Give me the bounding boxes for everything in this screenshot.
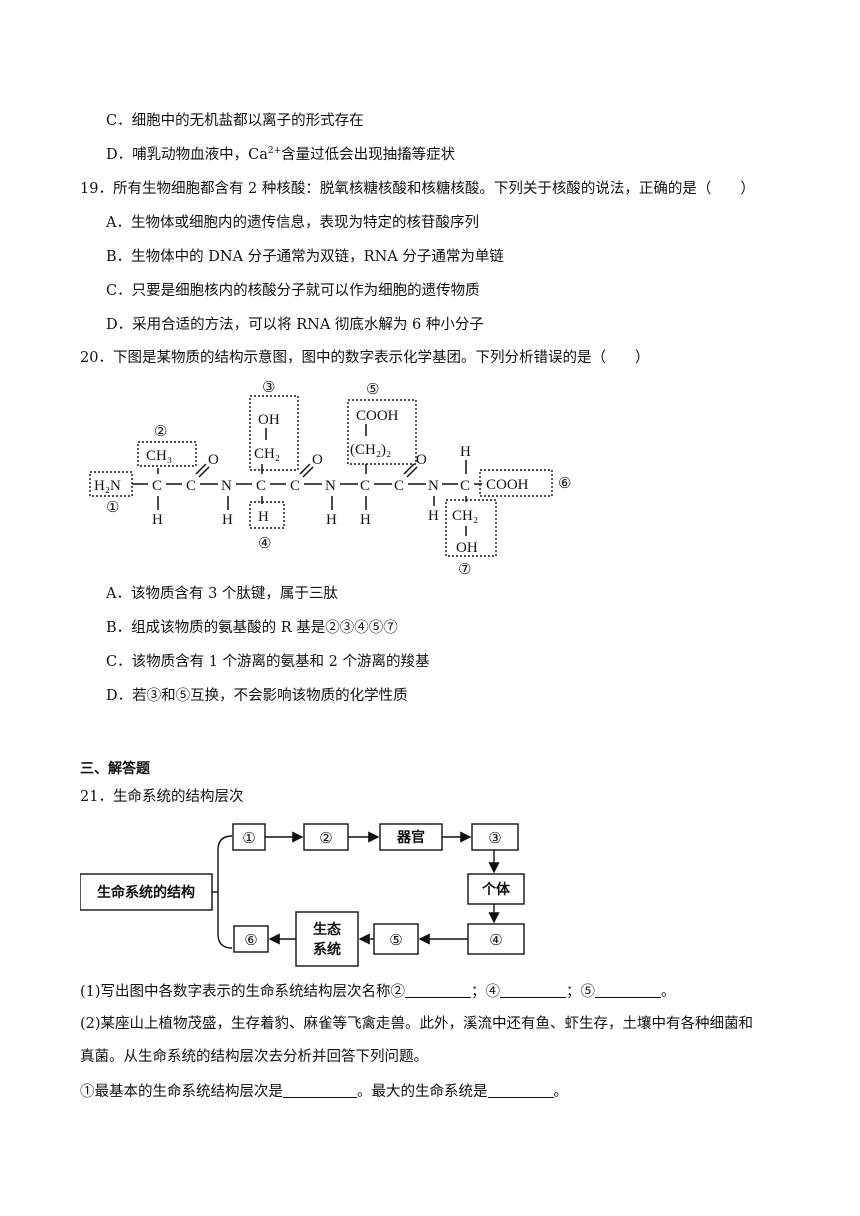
- q20-option-b: B．组成该物质的氨基酸的 R 基是②③④⑤⑦: [106, 620, 398, 636]
- oh-7: OH: [456, 540, 478, 556]
- c-carbonyl-2: C: [290, 478, 300, 494]
- label-1: ①: [106, 500, 119, 516]
- q21-part2-line1: (2)某座山上植物茂盛，生存着豹、麻雀等飞禽走兽。此外，溪流中还有鱼、虾生存，土…: [80, 1016, 754, 1032]
- q21-part1-pre: (1)写出图中各数字表示的生命系统结构层次名称②: [80, 984, 406, 1000]
- answer-blank-4[interactable]: [500, 981, 567, 998]
- q21-sub1-mid: 。最大的生命系统是: [357, 1084, 488, 1100]
- cooh-6: COOH: [486, 477, 529, 493]
- o-1: O: [208, 452, 219, 468]
- q18-option-d-post: 含量过低会出现抽搐等症状: [281, 147, 456, 163]
- oh-3: OH: [258, 412, 280, 428]
- q19-option-a: A．生物体或细胞内的遗传信息，表现为特定的核苷酸序列: [106, 215, 479, 231]
- c-alpha-3: C: [360, 478, 370, 494]
- box-6: [233, 925, 269, 953]
- label-b3: ③: [488, 829, 501, 847]
- label-5: ⑤: [366, 382, 379, 398]
- label-b1: ①: [242, 829, 255, 847]
- q18-option-d-pre: D．哺乳动物血液中，Ca: [106, 147, 268, 163]
- h-r3: H: [360, 512, 371, 528]
- q20-option-d: D．若③和⑤互换，不会影响该物质的化学性质: [106, 688, 408, 704]
- group-5-box: [347, 399, 417, 465]
- q19-option-b: B．生物体中的 DNA 分子通常为双链，RNA 分子通常为单链: [106, 249, 504, 265]
- c-alpha-1: C: [152, 478, 162, 494]
- n-1: N: [221, 478, 232, 494]
- ch2-2-5: (CH₂)₂: [350, 442, 391, 458]
- label-organ: 器官: [396, 829, 425, 846]
- q21-part1-sep2: ；⑤: [566, 984, 596, 1000]
- n-3: N: [428, 478, 439, 494]
- answer-blank-largest-system[interactable]: [487, 1081, 554, 1098]
- ch2-3: CH₂: [254, 446, 280, 462]
- h-r4: H: [460, 444, 471, 460]
- c-alpha-2: C: [256, 478, 266, 494]
- peptide-structure-diagram: H₂N ① C H CH₃ ② C O N H C ③ OH CH₂ H ④ C: [89, 380, 571, 578]
- group-2-box: [137, 441, 197, 467]
- q19-stem: 19．所有生物细胞都含有 2 种核酸：脱氧核糖核酸和核糖核酸。下列关于核酸的说法…: [80, 181, 755, 197]
- q20-option-c: C．该物质含有 1 个游离的氨基和 2 个游离的羧基: [106, 654, 430, 670]
- ch3-label: CH₃: [146, 448, 172, 464]
- o-2: O: [312, 452, 323, 468]
- h-n1: H: [222, 512, 233, 528]
- h-r1: H: [152, 512, 163, 528]
- ch2-7: CH₂: [452, 508, 478, 524]
- q20-stem: 20．下图是某物质的结构示意图，图中的数字表示化学基团。下列分析错误的是（ ）: [80, 350, 650, 366]
- label-b2: ②: [319, 829, 332, 847]
- h-n2: H: [326, 512, 337, 528]
- o-3: O: [416, 452, 427, 468]
- q18-option-d: D．哺乳动物血液中，Ca2+含量过低会出现抽搐等症状: [106, 145, 455, 165]
- answer-blank-basic-level[interactable]: [283, 1081, 357, 1098]
- label-6: ⑥: [558, 476, 571, 492]
- label-3: ③: [262, 380, 275, 396]
- label-4: ④: [258, 536, 271, 552]
- label-7: ⑦: [458, 562, 471, 578]
- cooh-5: COOH: [356, 408, 399, 424]
- label-b5: ⑤: [389, 931, 402, 949]
- q21-part2-line2: 真菌。从生命系统的结构层次去分析并回答下列问题。: [80, 1049, 428, 1065]
- q18-option-c: C．细胞中的无机盐都以离子的形式存在: [106, 113, 364, 129]
- label-b6: ⑥: [244, 931, 257, 949]
- label-eco2: 系统: [313, 941, 341, 958]
- q21-stem: 21．生命系统的结构层次: [80, 789, 244, 805]
- answer-blank-2[interactable]: [405, 981, 472, 998]
- group-4-box: [249, 501, 285, 529]
- h-n3: H: [428, 508, 439, 524]
- c-alpha-4: C: [460, 478, 470, 494]
- life-system-flowchart: 生命系统的结构 ① ② 器官 ③ 个体 ④ ⑤ 生态 系统 ⑥: [80, 823, 525, 967]
- group-6-box: [479, 469, 553, 497]
- h-4: H: [258, 509, 269, 525]
- c-carbonyl-1: C: [186, 478, 196, 494]
- c-carbonyl-3: C: [394, 478, 404, 494]
- h2n-label: H₂N: [94, 478, 121, 494]
- q21-part1: (1)写出图中各数字表示的生命系统结构层次名称② ；④ ；⑤ 。: [80, 981, 676, 1002]
- q19-option-c: C．只要是细胞核内的核酸分子就可以作为细胞的遗传物质: [106, 283, 480, 299]
- q21-sub1-pre: ①最基本的生命系统结构层次是: [80, 1084, 283, 1100]
- box-individual: [467, 873, 525, 905]
- q20-option-a: A．该物质含有 3 个肽键，属于三肽: [106, 586, 338, 602]
- group-7-box: [445, 499, 497, 557]
- label-2: ②: [154, 424, 167, 440]
- label-b4: ④: [489, 931, 502, 949]
- q21-part1-end: 。: [661, 984, 676, 1000]
- main-label: 生命系统的结构: [97, 884, 195, 901]
- answer-blank-5[interactable]: [595, 981, 662, 998]
- group-3-box: [249, 395, 299, 471]
- q18-option-d-sup: 2+: [267, 146, 282, 157]
- q21-part2-sub1: ①最基本的生命系统结构层次是 。最大的生命系统是 。: [80, 1081, 568, 1102]
- q21-sub1-end: 。: [553, 1084, 569, 1100]
- label-individual: 个体: [481, 881, 511, 898]
- q19-option-d: D．采用合适的方法，可以将 RNA 彻底水解为 6 种小分子: [106, 317, 484, 333]
- q21-part1-sep1: ；④: [471, 984, 501, 1000]
- label-eco1: 生态: [313, 921, 341, 938]
- box-3: [471, 823, 519, 851]
- section-title: 三、解答题: [80, 761, 150, 777]
- n-2: N: [325, 478, 336, 494]
